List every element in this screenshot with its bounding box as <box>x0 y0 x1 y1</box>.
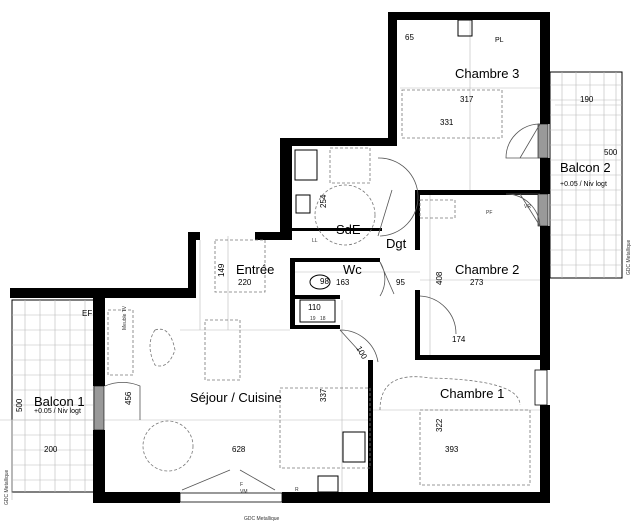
chambre-2-width: 273 <box>470 278 484 287</box>
sejour-f: F <box>240 482 243 488</box>
chambre-3-label: Chambre 3 <box>455 66 519 81</box>
chambre-2-vr: VR <box>524 204 531 210</box>
entree-label: Entrée <box>236 262 274 277</box>
placard-a: 19 <box>310 316 316 322</box>
chambre-2-pf: PF <box>486 210 492 216</box>
chambre-1-label: Chambre 1 <box>440 386 504 401</box>
placard-b: 18 <box>320 316 326 322</box>
balcon-2-width: 190 <box>580 95 594 104</box>
sde-dim: 254 <box>319 194 328 208</box>
balcon-2-level: +0.05 / Niv logt <box>560 181 607 188</box>
furniture <box>107 19 531 493</box>
sejour-vm: VM <box>240 489 248 495</box>
placard-width: 110 <box>308 303 321 312</box>
chambre-3-dim-top: 65 <box>405 33 414 42</box>
sejour-r: R <box>295 487 299 493</box>
sejour-length: 337 <box>319 388 328 402</box>
window-chambre-2 <box>537 193 549 227</box>
wc-label: Wc <box>343 262 362 277</box>
chambre-2-length: 408 <box>435 271 444 285</box>
sejour-window: 456 <box>124 391 133 405</box>
balcon-1-depth: 500 <box>15 398 24 412</box>
window-balcon-1 <box>93 385 105 431</box>
closet-width: 174 <box>452 335 466 344</box>
dgt-label: Dgt <box>386 236 407 251</box>
entree-dim: 149 <box>217 263 226 277</box>
sejour-door: 100 <box>354 345 369 362</box>
chambre-3-length: 331 <box>440 118 454 127</box>
sejour-ef: EF <box>82 309 92 318</box>
wc-depth: 98 <box>320 277 329 286</box>
sde-ll: LL <box>312 238 318 244</box>
chambre-2-label: Chambre 2 <box>455 262 519 277</box>
window-chambre-3 <box>537 123 549 159</box>
entree-width: 220 <box>238 278 252 287</box>
balcon-1-label: Balcon 1 <box>34 394 85 409</box>
chambre-3-width: 317 <box>460 95 474 104</box>
chambre-1-width: 393 <box>445 445 459 454</box>
sejour-width: 628 <box>232 445 246 454</box>
window-chambre-1 <box>534 369 548 406</box>
balcon-2-label: Balcon 2 <box>560 160 611 175</box>
chambre-3-pl: PL <box>495 37 504 44</box>
wc-width: 163 <box>336 278 350 287</box>
sejour-gdc: GDC Metallique <box>244 516 280 522</box>
window-sejour <box>179 492 283 503</box>
door-swings <box>104 123 541 491</box>
meuble-tv: Meuble TV <box>122 305 128 330</box>
chambre-1-length: 322 <box>435 418 444 432</box>
balcon-1-level: +0.05 / Niv logt <box>34 408 81 415</box>
balcon-2-gdc: GDC Metallique <box>626 239 632 275</box>
balcon-1-gdc: GDC Metallique <box>4 469 10 505</box>
sejour-label: Séjour / Cuisine <box>190 390 282 405</box>
balcon-2-depth: 500 <box>604 148 618 157</box>
wc-door: 95 <box>396 278 405 287</box>
balcon-1-width: 200 <box>44 445 58 454</box>
walls <box>10 12 550 503</box>
sde-label: SdE <box>336 222 361 237</box>
